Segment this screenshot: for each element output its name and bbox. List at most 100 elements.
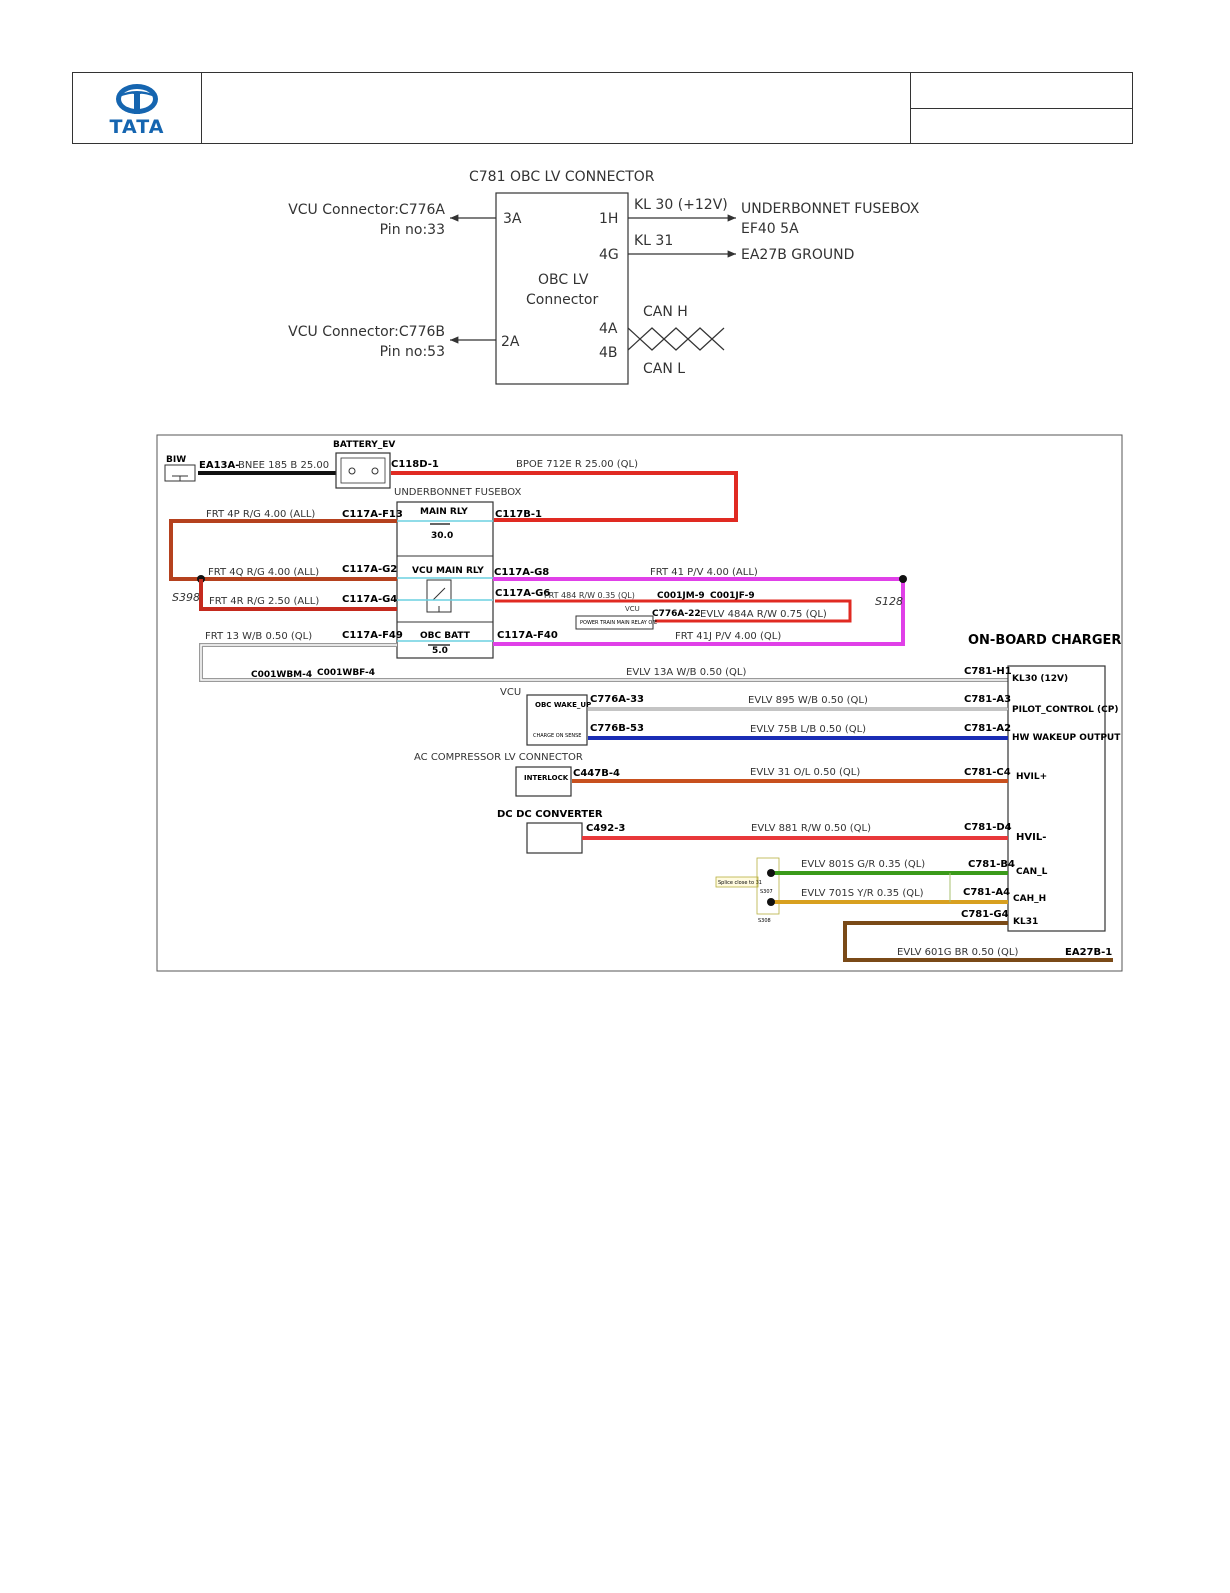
evlv-13a-label: EVLV 13A W/B 0.50 (QL) bbox=[626, 667, 746, 678]
c781-g4-label: C781-G4 bbox=[961, 909, 1009, 920]
pin-3a: 3A bbox=[503, 211, 522, 227]
charge-sense-label: CHARGE ON SENSE bbox=[533, 733, 581, 739]
c781-d4-label: C781-D4 bbox=[964, 822, 1012, 833]
hvil-minus-pin: HVIL- bbox=[1016, 832, 1046, 843]
battery-ev-label: BATTERY_EV bbox=[333, 440, 395, 450]
c001jf-label: C001JF-9 bbox=[710, 591, 755, 601]
c117a-g6-label: C117A-G6 bbox=[495, 588, 550, 599]
splice-s128-icon bbox=[899, 575, 907, 583]
wire-frt-4r bbox=[199, 579, 397, 611]
c001jm-label: C001JM-9 bbox=[657, 591, 705, 601]
can-l-label: CAN L bbox=[643, 361, 685, 377]
cah-h-pin: CAH_H bbox=[1013, 894, 1046, 904]
header-right-cell bbox=[910, 73, 1133, 143]
pin-1h: 1H bbox=[599, 211, 618, 227]
battery-terminal-pos-icon bbox=[371, 467, 379, 475]
header-right-top bbox=[911, 73, 1133, 109]
logo-text: TATA bbox=[109, 116, 165, 138]
logo-cell: TATA bbox=[73, 73, 202, 143]
c781-c4-label: C781-C4 bbox=[964, 767, 1011, 778]
c781-a4-label: C781-A4 bbox=[963, 887, 1010, 898]
tata-logo-icon bbox=[116, 84, 158, 114]
wire-frt-13-inner bbox=[200, 644, 1008, 681]
splice-can-l-icon bbox=[767, 869, 775, 877]
dest-fusebox-line1: UNDERBONNET FUSEBOX bbox=[741, 201, 920, 217]
interlock-label: INTERLOCK bbox=[524, 774, 569, 782]
on-board-charger-block bbox=[1007, 665, 1106, 932]
hvil-plus-pin: HVIL+ bbox=[1016, 772, 1047, 782]
left-bottom-line2: Pin no:53 bbox=[380, 344, 445, 360]
kl31-pin: KL31 bbox=[1013, 917, 1038, 927]
evlv-484a-label: EVLV 484A R/W 0.75 (QL) bbox=[700, 609, 827, 620]
can-h-label: CAN H bbox=[643, 304, 688, 320]
evlv-701s-label: EVLV 701S Y/R 0.35 (QL) bbox=[801, 888, 924, 899]
c776a-22-label: C776A-22 bbox=[652, 609, 701, 619]
dcdc-label: DC DC CONVERTER bbox=[497, 809, 603, 820]
c001wbm-label: C001WBM-4 bbox=[251, 670, 312, 680]
evlv-881-label: EVLV 881 R/W 0.50 (QL) bbox=[751, 823, 871, 834]
vcu-block bbox=[526, 694, 588, 746]
pin-4b: 4B bbox=[599, 345, 618, 361]
c001wbf-label: C001WBF-4 bbox=[317, 668, 375, 678]
document-header: TATA bbox=[72, 72, 1133, 144]
box-label-line1: OBC LV bbox=[538, 272, 589, 288]
fusebox-internal-lines bbox=[397, 520, 493, 642]
wire-frt-4p bbox=[169, 519, 397, 581]
dcdc-block bbox=[526, 822, 583, 854]
frt-484-label: FRT 484 R/W 0.35 (QL) bbox=[544, 591, 635, 600]
ea27b-1-label: EA27B-1 bbox=[1065, 947, 1112, 958]
obc-block-diagram: C781 OBC LV CONNECTOR OBC LV Connector 3… bbox=[288, 169, 920, 385]
c117a-f13-label: C117A-F13 bbox=[342, 509, 403, 520]
frt-4r-label: FRT 4R R/G 2.50 (ALL) bbox=[209, 596, 319, 607]
c781-b4-label: C781-B4 bbox=[968, 859, 1015, 870]
c492-3-label: C492-3 bbox=[586, 823, 625, 834]
s308-label: S308 bbox=[758, 918, 771, 924]
kl30-label: KL 30 (+12V) bbox=[634, 197, 728, 213]
frt-4p-label: FRT 4P R/G 4.00 (ALL) bbox=[206, 509, 315, 520]
c781-a3-label: C781-A3 bbox=[964, 694, 1011, 705]
battery-terminal-neg-icon bbox=[348, 467, 356, 475]
vcu-small-label: VCU bbox=[625, 605, 640, 613]
frt-13-label: FRT 13 W/B 0.50 (QL) bbox=[205, 631, 312, 642]
c117a-g2-label: C117A-G2 bbox=[342, 564, 397, 575]
evlv-31-label: EVLV 31 O/L 0.50 (QL) bbox=[750, 767, 860, 778]
obc-batt-label: OBC BATT bbox=[420, 631, 471, 641]
obc-lv-connector-box bbox=[495, 192, 629, 385]
splice-note-box bbox=[715, 876, 759, 888]
dest-ground: EA27B GROUND bbox=[741, 247, 854, 263]
pin-4g: 4G bbox=[599, 247, 619, 263]
ptmr-box-label: POWER TRAIN MAIN RELAY O/E bbox=[580, 620, 657, 626]
obc-title: ON-BOARD CHARGER bbox=[968, 633, 1121, 648]
bnee-label: BNEE 185 B 25.00 bbox=[238, 460, 329, 471]
wire-frt-484-red bbox=[495, 599, 852, 623]
left-top-line1: VCU Connector:C776A bbox=[288, 202, 445, 218]
interlock-block bbox=[515, 766, 572, 797]
can-twisted-pair bbox=[627, 327, 725, 351]
vcu-main-rly-label: VCU MAIN RLY bbox=[412, 566, 484, 576]
obc-wake-label: OBC WAKE_UP bbox=[535, 701, 591, 709]
can-l-pin: CAN_L bbox=[1016, 867, 1048, 877]
ea13a-label: EA13A- bbox=[199, 460, 239, 471]
splice-note-label: Splice close to 31 bbox=[718, 880, 762, 886]
relay-contact-icon bbox=[432, 587, 446, 612]
c117a-f40-label: C117A-F40 bbox=[497, 630, 558, 641]
s128-label: S128 bbox=[875, 595, 903, 608]
dest-fusebox-line2: EF40 5A bbox=[741, 221, 799, 237]
kl31-label: KL 31 bbox=[634, 233, 673, 249]
left-bottom-line1: VCU Connector:C776B bbox=[288, 324, 445, 340]
c447b-4-label: C447B-4 bbox=[573, 768, 620, 779]
schematic-frame bbox=[156, 434, 1123, 972]
obc-batt-value: 5.0 bbox=[432, 646, 448, 656]
frt-4q-label: FRT 4Q R/G 4.00 (ALL) bbox=[208, 567, 319, 578]
s398-label: S398 bbox=[172, 591, 200, 604]
can-splice-frame bbox=[756, 857, 780, 915]
battery-ev-inner bbox=[340, 457, 386, 484]
splice-can-h-icon bbox=[767, 898, 775, 906]
pilot-pin: PILOT_CONTROL (CP) bbox=[1012, 705, 1118, 715]
c118d-label: C118D-1 bbox=[391, 459, 439, 470]
evlv-601g-label: EVLV 601G BR 0.50 (QL) bbox=[897, 947, 1018, 958]
biw-ground-icon bbox=[172, 475, 188, 481]
wire-bpoe-red bbox=[391, 471, 738, 522]
c776b-53-label: C776B-53 bbox=[590, 723, 644, 734]
evlv-801s-label: EVLV 801S G/R 0.35 (QL) bbox=[801, 859, 925, 870]
